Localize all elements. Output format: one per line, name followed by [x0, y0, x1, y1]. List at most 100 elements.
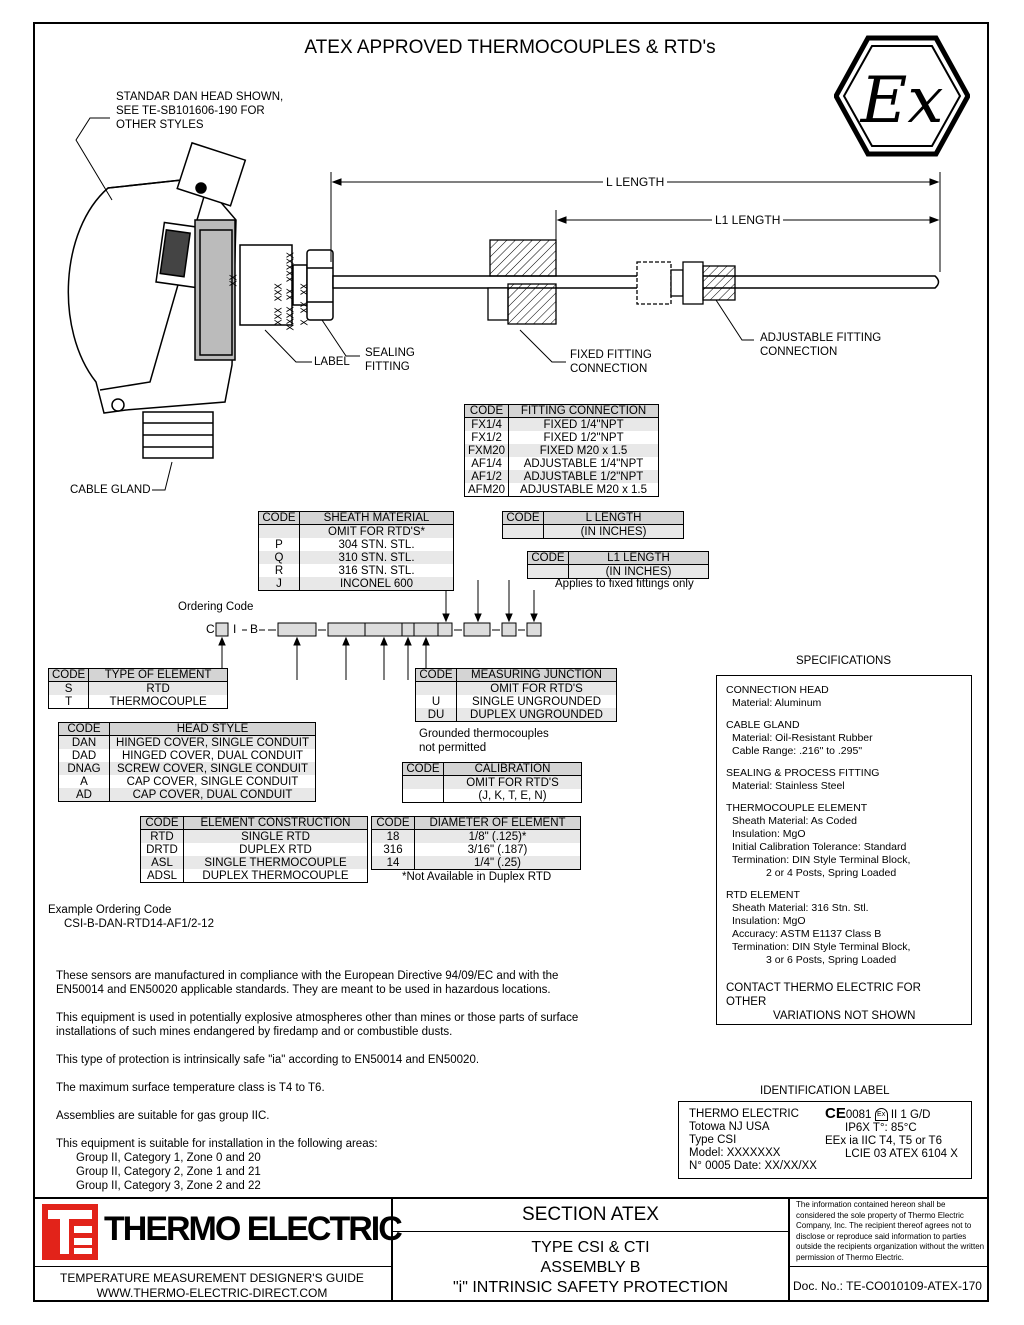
compliance-para-4: The maximum surface temperature class is… [56, 1082, 325, 1094]
compliance-para-6: This equipment is suitable for installat… [56, 1138, 378, 1192]
footer-mid-divider [393, 1231, 788, 1232]
footer-divider [33, 1197, 989, 1199]
footer-col-divider-1 [391, 1197, 393, 1302]
te-logo-icon [42, 1204, 98, 1260]
table-row: OMIT FOR RTD'S [402, 775, 582, 789]
label-mark-2: XXX XXX [273, 283, 285, 326]
label-plate [239, 244, 293, 326]
footer-col-divider-2 [788, 1197, 790, 1302]
sheath [332, 275, 940, 289]
l1-length-label: L1 LENGTH [712, 213, 784, 227]
brand-name: THERMO ELECTRIC [104, 1210, 403, 1248]
l1-note: Applies to fixed fittings only [555, 578, 694, 590]
footer-left-divider [33, 1266, 391, 1267]
leader-lines [75, 117, 754, 491]
order-prefix-b: B [250, 622, 259, 636]
ordering-code-label: Ordering Code [178, 601, 254, 613]
ex-logo-text: Ex [860, 64, 944, 138]
drawing-frame [33, 22, 989, 1302]
table-row: (J, K, T, E, N) [402, 789, 582, 803]
ex-hexagon-logo: Ex [834, 35, 970, 157]
compliance-para-1: These sensors are manufactured in compli… [56, 970, 559, 996]
label-callout: LABEL [314, 356, 350, 368]
type-lines: TYPE CSI & CTI ASSEMBLY B "i" INTRINSIC … [452, 1239, 729, 1296]
footer-right-divider [790, 1266, 989, 1267]
footer-url: WWW.THERMO-ELECTRIC-DIRECT.COM [96, 1286, 328, 1300]
compliance-para-2: This equipment is used in potentially ex… [56, 1012, 579, 1038]
order-prefix-c: C [206, 622, 215, 636]
connection-head [67, 141, 247, 459]
l-length-label: L LENGTH [603, 175, 668, 189]
assembly-drawing [67, 117, 941, 491]
label-mark-1: XX [228, 274, 240, 287]
ce-mark-icon: CE [825, 1105, 846, 1122]
table-row: (IN INCHES) [527, 564, 709, 579]
footer-guide: TEMPERATURE MEASUREMENT DESIGNER'S GUIDE… [33, 1271, 391, 1301]
table-row: OMIT FOR RTD'S [415, 681, 617, 695]
specifications-title: SPECIFICATIONS [796, 655, 891, 667]
example-ordering-code: Example Ordering Code CSI-B-DAN-RTD14-AF… [48, 904, 214, 930]
compliance-para-5: Assemblies are suitable for gas group II… [56, 1110, 270, 1122]
table-row: OMIT FOR RTD'S* [258, 524, 454, 538]
id-label-title: IDENTIFICATION LABEL [760, 1085, 890, 1097]
sealing-fitting-drawing [292, 249, 334, 321]
doc-number: Doc. No.: TE-CO010109-ATEX-170 [793, 1279, 982, 1293]
label-marks: XX XXX XXX XXXX XX XXXXX X XX XX [229, 245, 311, 330]
section-title: SECTION ATEX [522, 1204, 659, 1225]
compliance-para-3: This type of protection is intrinsically… [56, 1054, 480, 1066]
ordering-code-diagram [215, 580, 542, 680]
label-mark-4: X XX XX [299, 283, 311, 326]
table-row: (IN INCHES) [502, 524, 684, 539]
fixed-fitting-drawing [487, 239, 557, 325]
label-mark-3: XXXX XX XXXXX [285, 252, 297, 331]
order-prefix-i: I [233, 622, 237, 636]
id-label-right: CE0081 Ex II 1 G/D IP6X T°: 85°C EEx ia … [825, 1105, 958, 1160]
ex-mark-icon: Ex [874, 1108, 888, 1122]
adjustable-fitting-drawing [636, 261, 736, 305]
cable-gland-callout: CABLE GLAND [70, 484, 151, 496]
